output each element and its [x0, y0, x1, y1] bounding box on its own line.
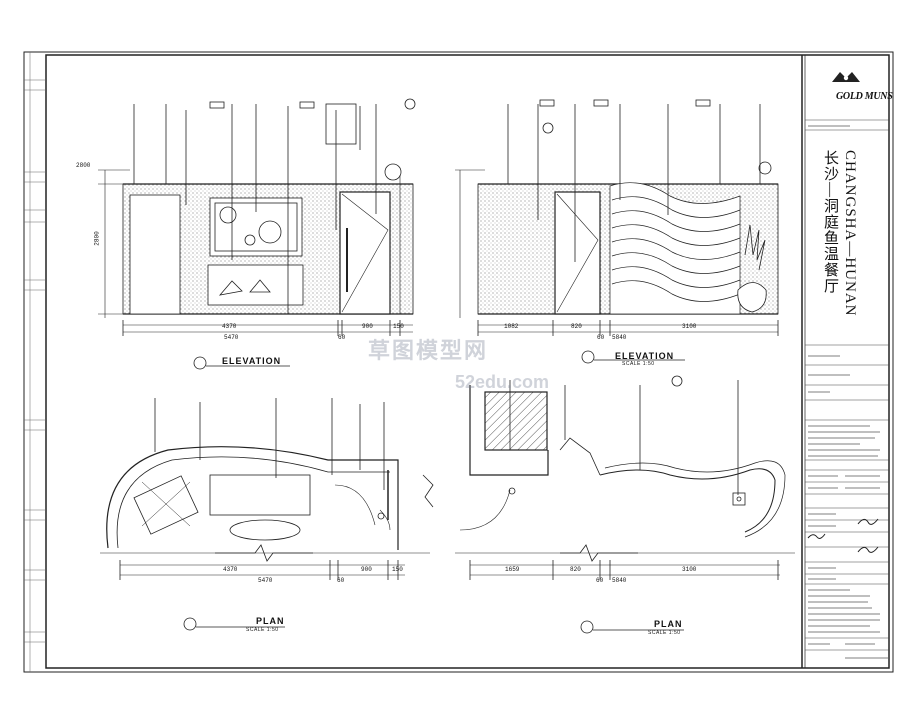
- dim-elev-left-total: 5470: [224, 334, 239, 341]
- dim-elev-right-c: 60: [597, 334, 605, 341]
- dim-elev-right-a: 1082: [504, 323, 519, 330]
- elev-left-sideboard: [129, 194, 181, 315]
- plan-left: [100, 398, 434, 580]
- dim-plan-right-d: 5840: [612, 577, 627, 584]
- dim-elev-left-d: 150: [393, 323, 404, 330]
- elevation-right-scale: SCALE 1:50: [622, 361, 655, 367]
- elev-left-circle-1: [219, 206, 237, 224]
- elev-left-circle-2: [258, 220, 282, 244]
- view-markers: [183, 350, 685, 634]
- dim-elev-left-b: 60: [338, 334, 346, 341]
- plan-left-scale: SCALE 1:50: [246, 627, 279, 633]
- dim-elev-right-d: 3100: [682, 323, 697, 330]
- plan-left-sofa: [209, 474, 311, 516]
- dim-plan-right-e: 3100: [682, 566, 697, 573]
- elevation-left-title: ELEVATION: [222, 356, 282, 366]
- outer-border: [23, 51, 894, 673]
- plan-right-hatched-column: [484, 391, 548, 451]
- elev-left-sofa: [207, 264, 304, 306]
- dim-elev-left-top: 2800: [76, 162, 91, 169]
- elevation-right: [455, 99, 779, 336]
- dim-elev-left-a: 4370: [222, 323, 237, 330]
- plan-left-title: PLAN: [256, 616, 285, 626]
- plan-right-title: PLAN: [654, 619, 683, 629]
- dim-plan-right-c: 60: [596, 577, 604, 584]
- plan-left-table: [133, 475, 199, 535]
- dim-plan-left-a: 4370: [223, 566, 238, 573]
- dim-elev-left-height: 2800: [93, 231, 101, 246]
- dim-plan-left-total: 5470: [258, 577, 273, 584]
- dim-elev-left-c: 900: [362, 323, 373, 330]
- title-block-text-marks: [808, 125, 888, 659]
- project-title-en: CHANGSHA—HUNAN: [842, 150, 858, 317]
- title-block-rows: [805, 119, 889, 651]
- dim-elev-right-total: 5840: [612, 334, 627, 341]
- signature-marks: [807, 518, 879, 553]
- elevation-right-title: ELEVATION: [615, 351, 675, 361]
- elev-right-plant: [744, 224, 766, 271]
- plan-left-wall-curve: [106, 446, 399, 550]
- plan-right: [455, 375, 795, 580]
- elev-right-door: [554, 191, 601, 315]
- elev-right-wave-panel: [609, 182, 741, 315]
- dim-plan-right-a: 1659: [505, 566, 520, 573]
- logo-wordmark: GOLD MUNS: [836, 91, 893, 102]
- dim-plan-left-d: 150: [392, 566, 403, 573]
- plan-right-scale: SCALE 1:50: [648, 630, 681, 636]
- plan-right-wave-wall: [599, 468, 776, 533]
- plan-left-coffee-table: [229, 519, 301, 541]
- dim-plan-left-b: 60: [337, 577, 345, 584]
- elevation-left: [98, 98, 416, 336]
- left-strip-ticks: [24, 79, 46, 643]
- inner-border: [45, 54, 890, 669]
- project-title-cn: 长沙—洞庭鱼温餐厅: [822, 150, 838, 294]
- dim-elev-right-b: 820: [571, 323, 582, 330]
- logo-emblem: [832, 72, 860, 82]
- dim-plan-right-b: 820: [570, 566, 581, 573]
- dim-plan-left-c: 900: [361, 566, 372, 573]
- project-title-block: CHANGSHA—HUNAN 长沙—洞庭鱼温餐厅: [818, 150, 858, 380]
